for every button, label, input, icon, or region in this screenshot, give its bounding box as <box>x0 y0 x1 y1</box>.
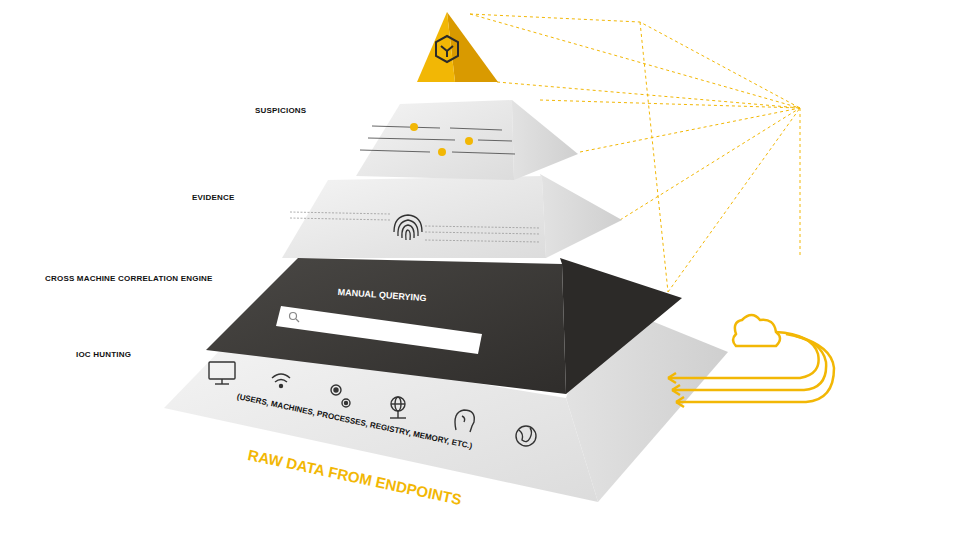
node-title: (USERS, MACHINES, PROCESSES, REGISTRY, M… <box>236 392 473 451</box>
evidence-lines <box>290 212 540 242</box>
layer-label: IOC HUNTING <box>76 350 131 359</box>
wifi-icon <box>272 374 290 388</box>
evidence-layer <box>282 174 622 258</box>
search-bar <box>276 306 482 354</box>
search-icon <box>290 313 297 320</box>
suspicion-dots <box>410 123 473 156</box>
cloud-stream <box>668 315 834 407</box>
raw-data-base: (USERS, MACHINES, PROCESSES, REGISTRY, M… <box>238 392 479 512</box>
correlation-layer <box>206 258 682 394</box>
gears-icon <box>331 385 350 407</box>
network-icon <box>390 397 406 418</box>
head-icon <box>455 410 474 432</box>
node-subtitle: RAW DATA FROM ENDPOINTS <box>246 446 463 508</box>
suspicions-layer <box>356 100 578 180</box>
apex-pyramid <box>417 12 498 82</box>
layer-label: SUSPICIONS <box>255 106 306 115</box>
suspicion-lines <box>360 126 515 154</box>
globe-icon <box>516 426 536 446</box>
layer-label: EVIDENCE <box>192 193 235 202</box>
layer-label: CROSS MACHINE CORRELATION ENGINE <box>45 274 213 283</box>
fingerprint-icon <box>394 215 422 240</box>
monitor-icon <box>209 362 235 384</box>
